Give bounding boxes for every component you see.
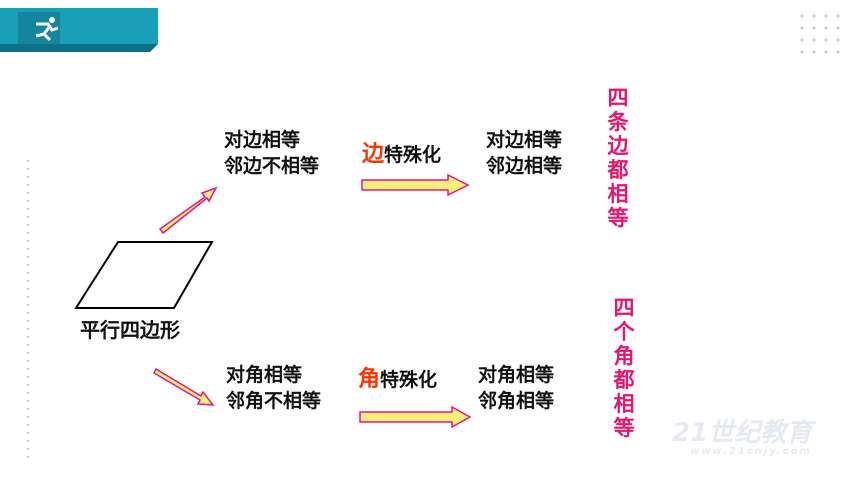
- bottom-right-line-2: 邻角相等: [478, 390, 555, 412]
- bottom-middle-text: 特殊化: [380, 369, 438, 391]
- top-right-line-2: 邻边相等: [486, 155, 563, 177]
- arrow-top-horizontal: [361, 173, 470, 197]
- dotted-divider: [27, 160, 29, 460]
- bottom-conclusion-vertical: 四个角都相等: [613, 296, 635, 440]
- bottom-highlight-char: 角: [358, 367, 381, 392]
- arrow-down-diagonal: [153, 367, 215, 406]
- shape-label: 平行四边形: [80, 318, 180, 342]
- parallelogram-shape: [74, 241, 214, 309]
- top-middle-label: 边特殊化: [362, 143, 441, 167]
- arrow-up-diagonal: [158, 186, 218, 235]
- top-middle-text: 特殊化: [384, 144, 442, 166]
- top-left-line-2: 邻边不相等: [224, 155, 320, 177]
- watermark-logo: 21世纪教育: [672, 418, 813, 448]
- running-person-icon: [35, 17, 59, 42]
- top-left-line-1: 对边相等: [224, 129, 301, 151]
- dot-grid-decoration: [800, 14, 840, 54]
- top-conclusion-vertical: 四条边都相等: [607, 86, 629, 230]
- bottom-right-line-1: 对角相等: [478, 364, 555, 386]
- bottom-middle-label: 角特殊化: [358, 368, 437, 392]
- top-highlight-char: 边: [362, 142, 385, 167]
- bottom-left-line-2: 邻角不相等: [226, 390, 322, 412]
- bottom-left-line-1: 对角相等: [226, 364, 303, 386]
- top-right-line-1: 对边相等: [486, 129, 563, 151]
- watermark-url: www.21cnjy.com: [690, 446, 812, 457]
- arrow-bottom-horizontal: [359, 405, 472, 429]
